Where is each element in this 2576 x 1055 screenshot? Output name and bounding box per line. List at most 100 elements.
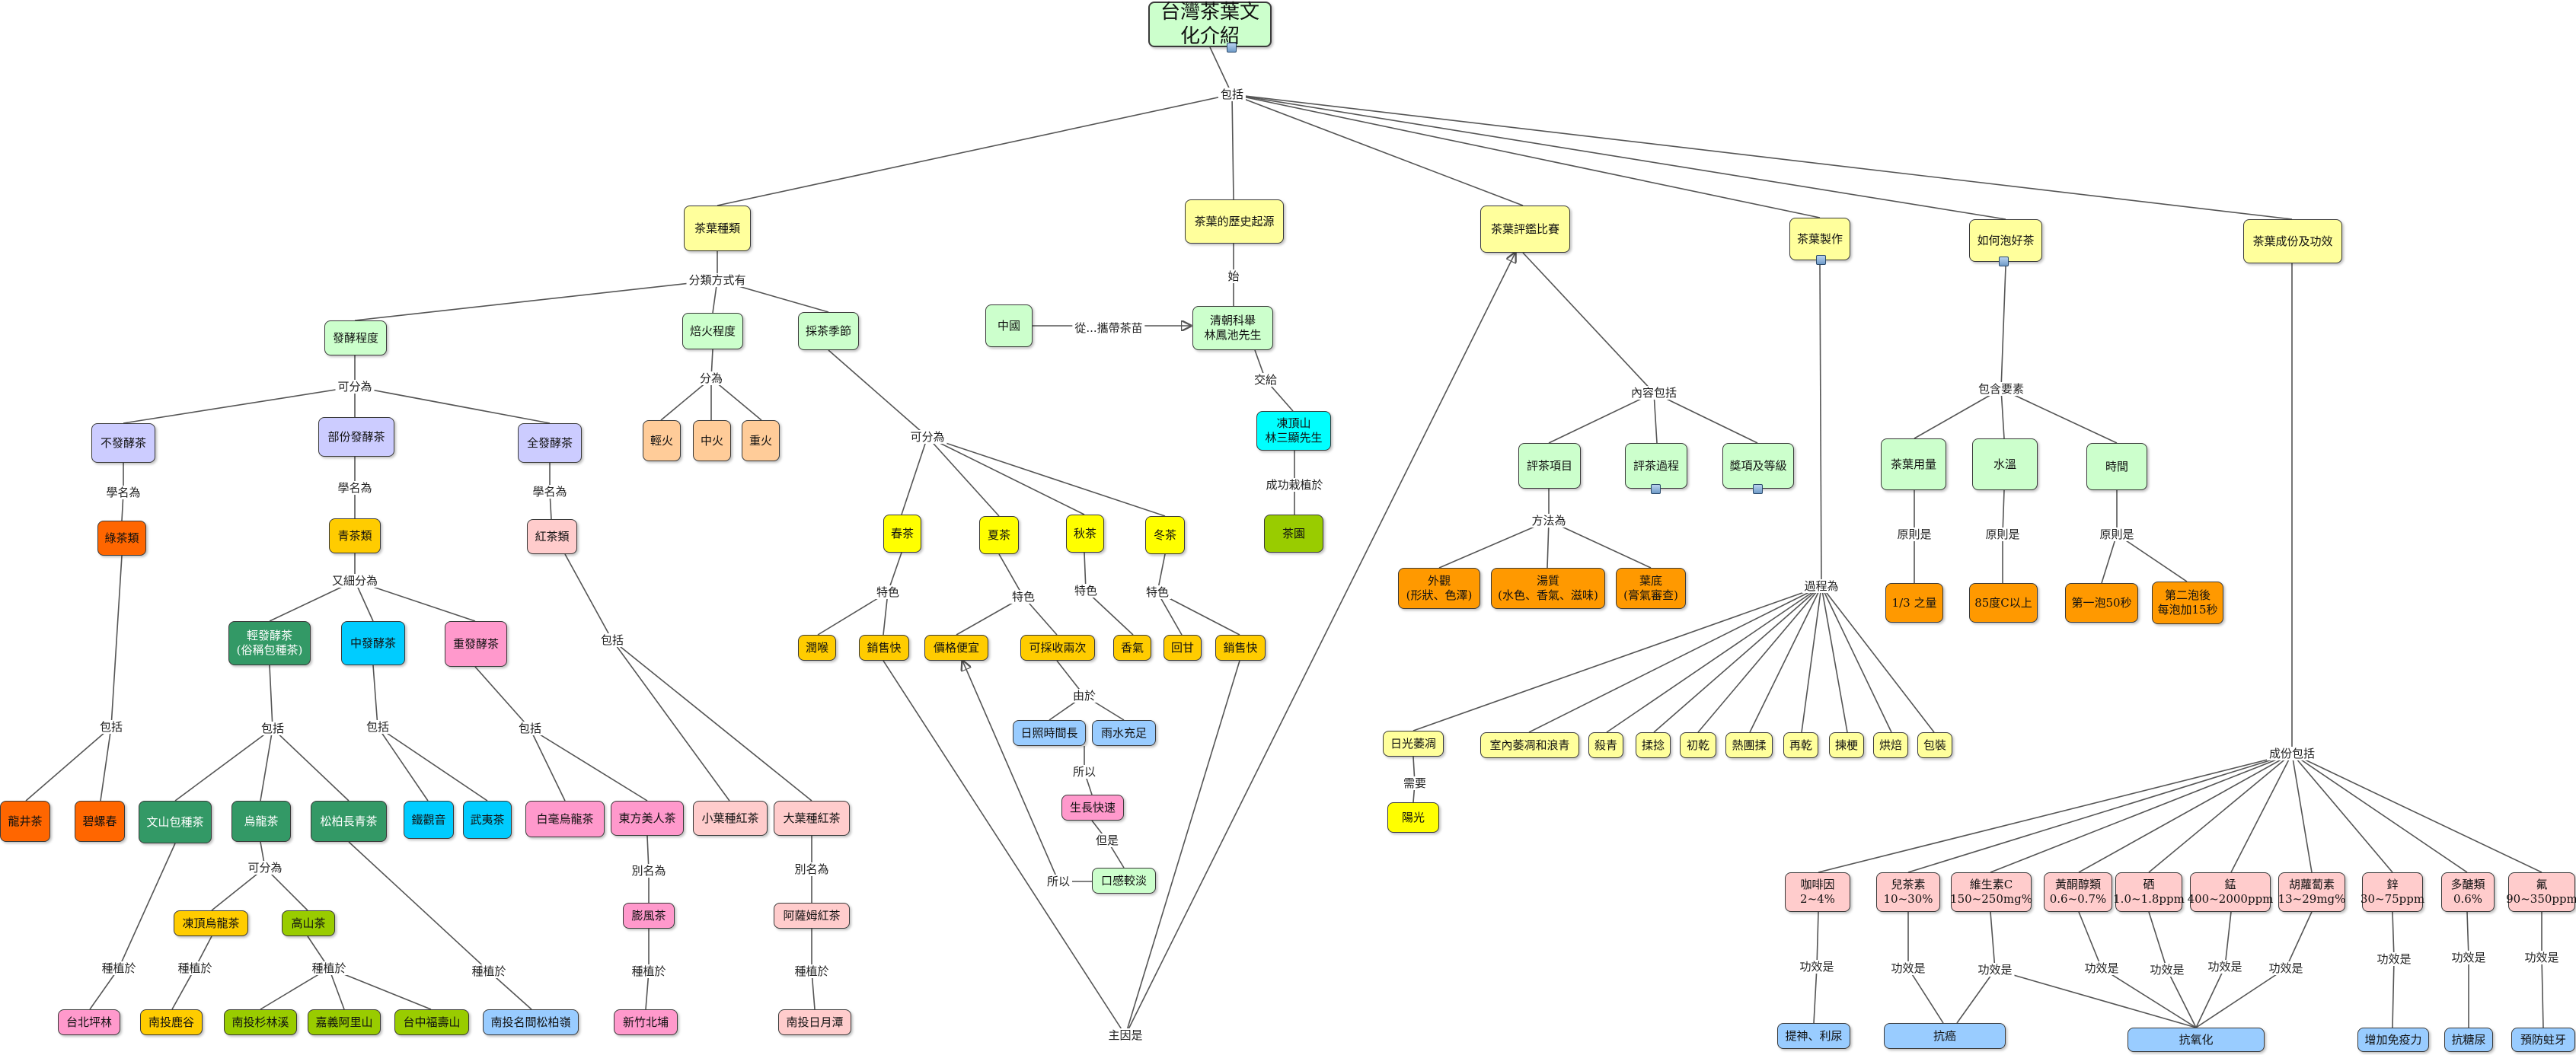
- non-ferment-node[interactable]: 不發酵茶: [91, 423, 155, 463]
- two-harvests-node[interactable]: 可採收兩次: [1020, 635, 1095, 661]
- big-leaf-node[interactable]: 大葉種紅茶: [774, 801, 850, 836]
- award-level-node[interactable]: 獎項及等級: [1722, 443, 1794, 489]
- contest-node[interactable]: 茶葉評鑑比賽: [1480, 206, 1570, 253]
- biluochun-node[interactable]: 碧螺春: [75, 801, 125, 842]
- dongding-oolong-node[interactable]: 凍頂烏龍茶: [174, 910, 248, 936]
- pack-node[interactable]: 包裝: [1917, 732, 1952, 758]
- mellow-node[interactable]: 潤喉: [798, 635, 836, 661]
- aroma-node[interactable]: 香氣: [1113, 635, 1151, 661]
- resource-icon[interactable]: [1816, 255, 1826, 265]
- time-node[interactable]: 時間: [2086, 443, 2147, 490]
- cluster-roll-node[interactable]: 熱團揉: [1725, 732, 1773, 758]
- assam-node[interactable]: 阿薩姆紅茶: [774, 903, 850, 929]
- long-sunshine-node[interactable]: 日照時間長: [1013, 720, 1086, 746]
- china-node[interactable]: 中國: [985, 304, 1033, 347]
- fluorine-node[interactable]: 氟 90~350ppm: [2506, 872, 2576, 912]
- red-tea-node[interactable]: 紅茶類: [527, 519, 577, 554]
- sweet-aftertaste-node[interactable]: 回甘: [1164, 635, 1202, 661]
- root-topic[interactable]: 台灣茶葉文化介紹: [1148, 1, 1272, 48]
- mid-ferment-node[interactable]: 中發酵茶: [341, 621, 405, 665]
- first-brew-node[interactable]: 第一泡50秒: [2065, 583, 2138, 623]
- oolong-node[interactable]: 烏龍茶: [231, 801, 291, 842]
- heavy-roast-node[interactable]: 重火: [742, 420, 780, 461]
- baihao-node[interactable]: 白毫烏龍茶: [525, 801, 605, 837]
- appearance-node[interactable]: 外觀 (形狀、色澤): [1398, 568, 1480, 609]
- tea-amount-node[interactable]: 茶葉用量: [1881, 438, 1946, 490]
- tea-garden-node[interactable]: 茶園: [1264, 515, 1323, 553]
- songbo-node[interactable]: 松柏長青茶: [311, 801, 387, 842]
- longjing-node[interactable]: 龍井茶: [0, 801, 50, 842]
- immunity-node[interactable]: 增加免疫力: [2357, 1028, 2429, 1052]
- partial-ferment-node[interactable]: 部份發酵茶: [318, 417, 394, 457]
- resource-icon[interactable]: [1227, 43, 1237, 53]
- leaf-bottom-node[interactable]: 葉底 (膏氣審查): [1616, 568, 1686, 609]
- sun-wither-node[interactable]: 日光萎凋: [1383, 731, 1444, 757]
- heavy-ferment-node[interactable]: 重發酵茶: [445, 621, 507, 667]
- eval-items-node[interactable]: 評茶項目: [1518, 443, 1581, 489]
- one-third-node[interactable]: 1/3 之量: [1885, 583, 1943, 623]
- blue-tea-node[interactable]: 青茶類: [329, 518, 381, 553]
- light-ferment-node[interactable]: 輕發酵茶 (俗稱包種茶): [228, 621, 311, 665]
- season-node[interactable]: 採茶季節: [798, 312, 859, 350]
- mid-roast-node[interactable]: 中火: [693, 420, 731, 461]
- resource-icon[interactable]: [1651, 484, 1661, 494]
- fast-growth-node[interactable]: 生長快速: [1061, 795, 1124, 821]
- enough-rain-node[interactable]: 雨水充足: [1092, 720, 1156, 746]
- light-roast-node[interactable]: 輕火: [643, 420, 681, 461]
- qing-lin-node[interactable]: 清朝科舉 林鳳池先生: [1192, 306, 1273, 350]
- brewing-node[interactable]: 如何泡好茶: [1969, 219, 2042, 262]
- making-node[interactable]: 茶葉製作: [1789, 218, 1850, 260]
- anti-sugar-node[interactable]: 抗糖尿: [2444, 1028, 2493, 1052]
- ingredients-node[interactable]: 茶葉成份及功效: [2243, 219, 2342, 263]
- ferment-node[interactable]: 發酵程度: [324, 320, 387, 355]
- history-node[interactable]: 茶葉的歷史起源: [1185, 199, 1284, 244]
- water-temp-node[interactable]: 水溫: [1972, 438, 2038, 490]
- bake-node[interactable]: 烘焙: [1873, 732, 1908, 758]
- resource-icon[interactable]: [1753, 484, 1763, 494]
- tannin-node[interactable]: 兒茶素 10~30%: [1876, 872, 1940, 912]
- carotene-node[interactable]: 胡蘿蔔素 13~29mg%: [2278, 872, 2345, 912]
- anti-cancer-node[interactable]: 抗癌: [1884, 1023, 2006, 1049]
- refresh-node[interactable]: 提神、利尿: [1777, 1023, 1850, 1049]
- full-ferment-node[interactable]: 全發酵茶: [518, 423, 582, 463]
- hsinchu-beipu-node[interactable]: 新竹北埔: [614, 1009, 678, 1035]
- taibei-pinglin-node[interactable]: 台北坪林: [58, 1009, 120, 1035]
- polyphenol-node[interactable]: 多醣類 0.6%: [2441, 872, 2495, 912]
- kinds-node[interactable]: 茶葉種類: [684, 206, 751, 251]
- second-brew-node[interactable]: 第二泡後 每泡加15秒: [2152, 582, 2223, 624]
- anti-cavity-node[interactable]: 預防蛀牙: [2511, 1028, 2575, 1052]
- light-taste-node[interactable]: 口感較淡: [1092, 868, 1156, 894]
- nantou-mingjian-node[interactable]: 南投名間松柏嶺: [483, 1009, 579, 1035]
- tieguanyin-node[interactable]: 鐵觀音: [404, 801, 454, 839]
- temp85-node[interactable]: 85度C以上: [1969, 583, 2038, 623]
- summer-node[interactable]: 夏茶: [979, 516, 1019, 554]
- resource-icon[interactable]: [1999, 257, 2009, 266]
- pick-stem-node[interactable]: 揀梗: [1829, 732, 1864, 758]
- nantou-sunmoon-node[interactable]: 南投日月潭: [778, 1009, 851, 1035]
- zinc-node[interactable]: 鋅 30~75ppm: [2361, 872, 2424, 912]
- dongfang-node[interactable]: 東方美人茶: [611, 801, 684, 836]
- gaoshan-node[interactable]: 高山茶: [282, 910, 335, 936]
- kill-green-node[interactable]: 殺青: [1588, 732, 1623, 758]
- taichung-fushou-node[interactable]: 台中福壽山: [394, 1009, 469, 1035]
- brew-quality-node[interactable]: 湯質 (水色、香氣、滋味): [1491, 568, 1605, 609]
- roast-node[interactable]: 焙火程度: [682, 313, 743, 349]
- flavone-node[interactable]: 黃酮醇類 0.6~0.7%: [2044, 872, 2112, 912]
- indoor-wither-node[interactable]: 室內萎凋和浪青: [1480, 732, 1579, 758]
- eval-process-node[interactable]: 評茶過程: [1625, 443, 1687, 489]
- caffeine-node[interactable]: 咖啡因 2~4%: [1785, 872, 1850, 912]
- green-tea-node[interactable]: 綠茶類: [97, 521, 146, 556]
- pengfeng-node[interactable]: 膨風茶: [623, 903, 675, 929]
- vitamin-c-node[interactable]: 維生素C 150~250mg%: [1950, 872, 2032, 912]
- wenshan-node[interactable]: 文山包種茶: [139, 801, 212, 843]
- nantou-lugu-node[interactable]: 南投鹿谷: [140, 1009, 203, 1035]
- selenium-node[interactable]: 硒 1.0~1.8ppm: [2113, 872, 2185, 912]
- dongding-lin-node[interactable]: 凍頂山 林三顯先生: [1256, 411, 1331, 451]
- cheap-node[interactable]: 價格便宜: [924, 635, 988, 661]
- re-dry-node[interactable]: 再乾: [1783, 732, 1818, 758]
- sells-fast-node[interactable]: 銷售快: [859, 635, 909, 661]
- winter-node[interactable]: 冬茶: [1145, 516, 1185, 554]
- spring-node[interactable]: 春茶: [883, 515, 921, 553]
- small-leaf-node[interactable]: 小葉種紅茶: [693, 801, 768, 836]
- wuyi-node[interactable]: 武夷茶: [463, 801, 512, 839]
